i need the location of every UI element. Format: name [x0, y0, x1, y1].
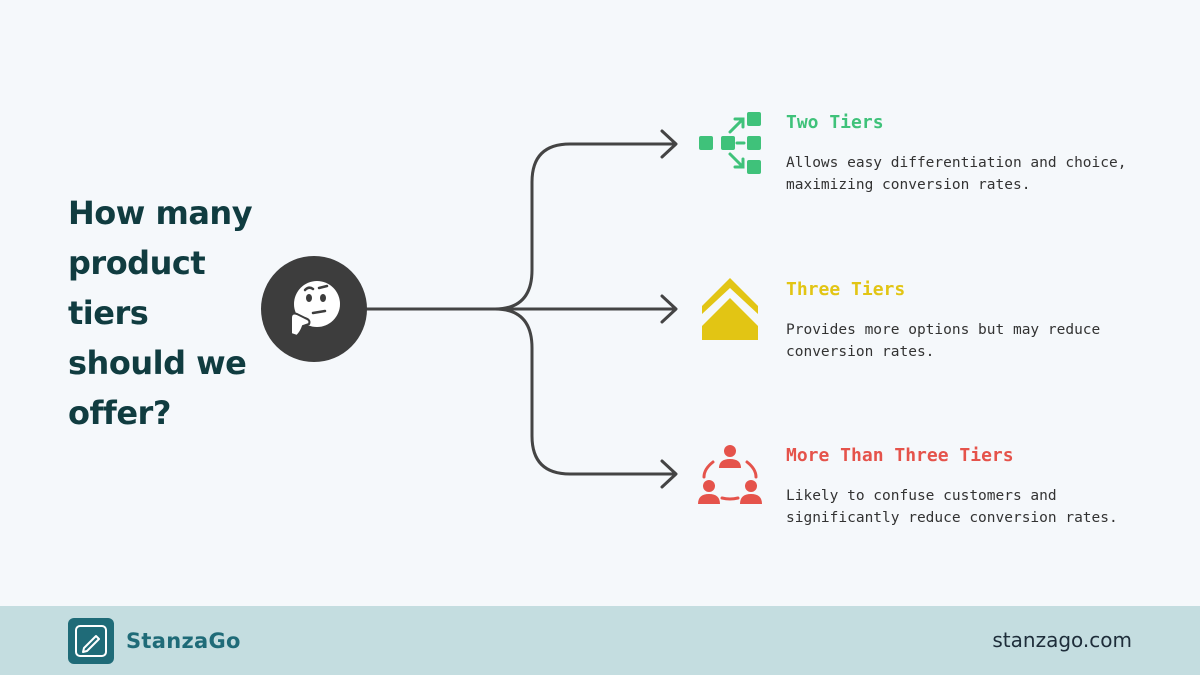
thinking-face-icon: [261, 256, 367, 362]
question-line: How many: [68, 194, 253, 232]
option-description-line: Allows easy differentiation and choice,: [786, 155, 1127, 171]
question-line: offer?: [68, 394, 171, 432]
arrowhead-top: [660, 129, 678, 159]
arrowhead-bottom: [660, 459, 678, 489]
question-line: should we: [68, 344, 247, 382]
option-title: Two Tiers: [786, 112, 884, 133]
option-description-line: Provides more options but may reduce: [786, 322, 1101, 338]
pencil-icon: [68, 618, 114, 664]
option-description-line: maximizing conversion rates.: [786, 177, 1031, 193]
option-description: Allows easy differentiation and choice, …: [786, 152, 1166, 196]
footer-bar: [0, 606, 1200, 675]
option-title: Three Tiers: [786, 279, 906, 300]
site-url[interactable]: stanzago.com: [992, 628, 1132, 652]
option-description-line: Likely to confuse customers and: [786, 488, 1057, 504]
split-flow-icon: [697, 110, 763, 180]
question-line: product: [68, 244, 206, 282]
option-description-line: significantly reduce conversion rates.: [786, 510, 1118, 526]
brand-name: StanzaGo: [126, 629, 241, 653]
double-chevron-up-icon: [700, 276, 760, 346]
option-description: Provides more options but may reduce con…: [786, 319, 1166, 363]
option-title: More Than Three Tiers: [786, 445, 1014, 466]
branch-line-top: [493, 142, 677, 311]
question-line: tiers: [68, 294, 149, 332]
question-title: How many product tiers should we offer?: [68, 188, 268, 438]
arrowhead-middle: [660, 294, 678, 324]
branch-line-bottom: [493, 307, 677, 476]
option-description-line: conversion rates.: [786, 344, 935, 360]
option-description: Likely to confuse customers and signific…: [786, 485, 1166, 529]
branch-connectors: [365, 129, 678, 489]
group-cycle-icon: [697, 442, 763, 512]
